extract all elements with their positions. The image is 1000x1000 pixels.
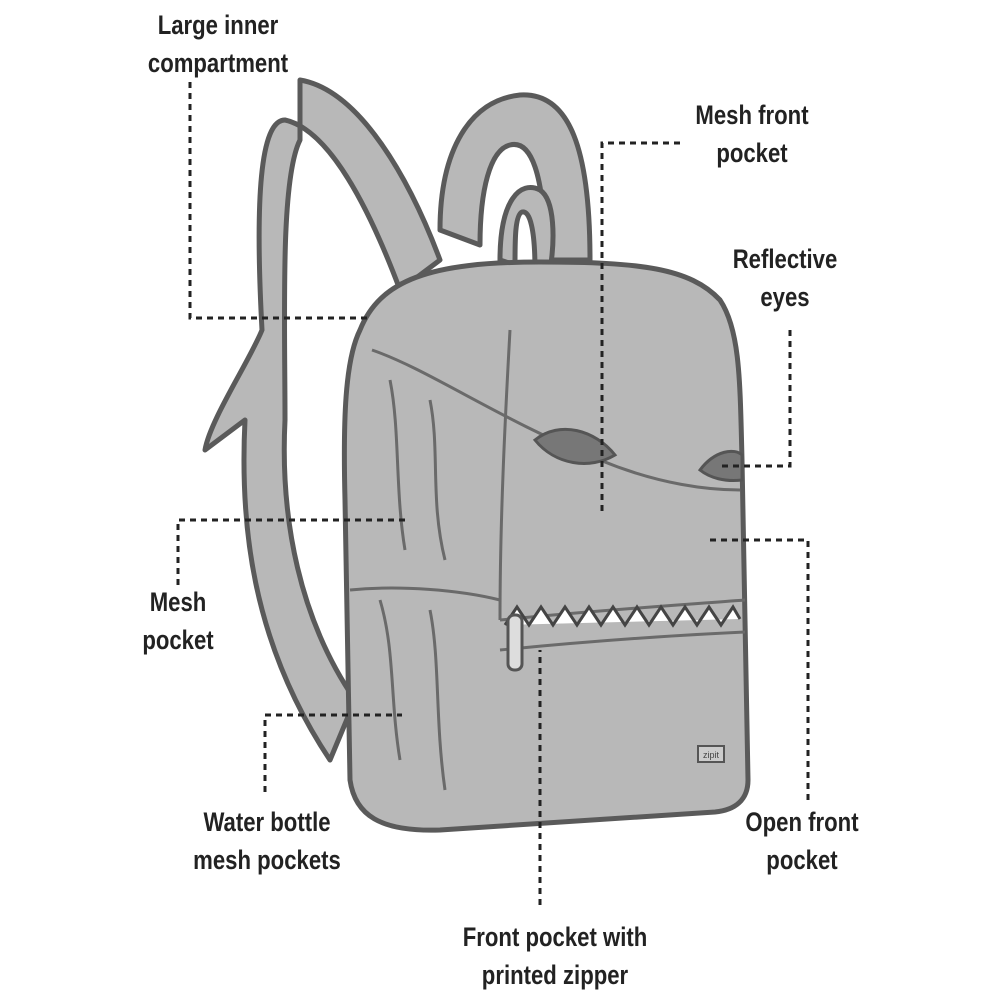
label-line: eyes bbox=[760, 282, 810, 312]
label-line: pocket bbox=[716, 138, 788, 168]
label-line: Mesh bbox=[149, 587, 207, 617]
label-large-inner-compartment: Large inner compartment bbox=[148, 6, 288, 82]
brand-logo bbox=[697, 745, 725, 763]
backpack-body bbox=[341, 259, 751, 833]
label-line: pocket bbox=[766, 845, 838, 875]
leader-mesh-front bbox=[600, 141, 680, 512]
label-line: Mesh front bbox=[695, 100, 809, 130]
label-open-front-pocket: Open front pocket bbox=[745, 803, 858, 879]
label-reflective-eyes: Reflective eyes bbox=[733, 240, 838, 316]
label-mesh-pocket: Mesh pocket bbox=[142, 583, 213, 659]
label-water-bottle-mesh-pockets: Water bottle mesh pockets bbox=[193, 803, 341, 879]
label-front-pocket-printed-zipper: Front pocket with printed zipper bbox=[463, 918, 648, 994]
label-line: printed zipper bbox=[481, 960, 629, 990]
brand-logo-text: zipit bbox=[703, 750, 720, 760]
label-mesh-front-pocket: Mesh front pocket bbox=[695, 96, 808, 172]
left-shoulder-strap bbox=[202, 77, 443, 763]
leader-water-bottle bbox=[263, 713, 402, 792]
label-line: mesh pockets bbox=[193, 845, 341, 875]
label-line: Open front bbox=[745, 807, 859, 837]
label-line: Front pocket with bbox=[462, 922, 648, 952]
label-line: pocket bbox=[142, 625, 214, 655]
reflective-eyes bbox=[532, 427, 744, 482]
zipper-pull bbox=[506, 613, 524, 672]
printed-zipper bbox=[503, 604, 742, 628]
label-line: compartment bbox=[147, 48, 289, 78]
leader-reflective bbox=[718, 330, 792, 468]
top-handle bbox=[497, 185, 556, 273]
leader-large-inner bbox=[188, 82, 372, 320]
label-line: Reflective bbox=[732, 244, 838, 274]
label-line: Large inner bbox=[157, 10, 279, 40]
label-line: Water bottle bbox=[203, 807, 331, 837]
